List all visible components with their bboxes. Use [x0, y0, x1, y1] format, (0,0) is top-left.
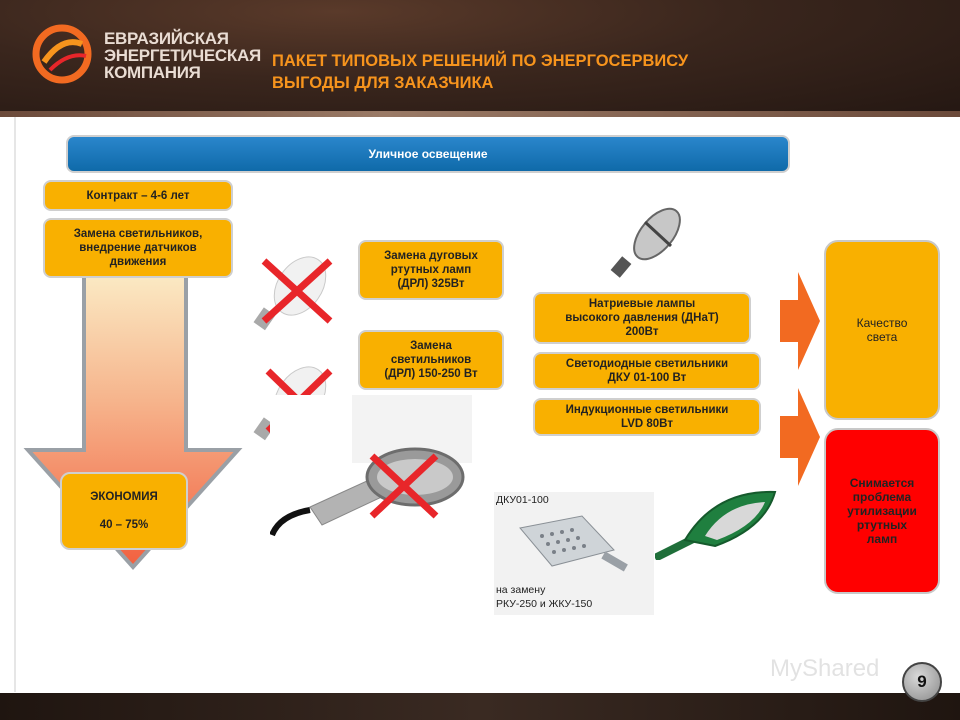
- company-logo-icon: [32, 24, 92, 84]
- economy-title: ЭКОНОМИЯ: [90, 491, 158, 503]
- sodium-line: 200Вт: [625, 326, 659, 338]
- cross-out-icon: [369, 453, 439, 519]
- replace-fixtures-box: Замена светильников (ДРЛ) 150-250 Вт: [358, 330, 504, 390]
- induction-fixture-image: [655, 490, 777, 560]
- mercury-line: утилизации: [847, 504, 917, 518]
- sodium-line: высокого давления (ДНаТ): [565, 312, 719, 324]
- header-band: ЕВРАЗИЙСКАЯ ЭНЕРГЕТИЧЕСКАЯ КОМПАНИЯ ПАКЕ…: [0, 0, 960, 117]
- led-fixture-photo: ДКУ01-100 на замену РКУ-250 и ЖКУ-150: [494, 492, 654, 615]
- sodium-line: Натриевые лампы: [588, 298, 696, 310]
- contract-term-label: Контракт – 4-6 лет: [86, 189, 190, 202]
- banner-label: Уличное освещение: [368, 147, 488, 161]
- slide-title: ПАКЕТ ТИПОВЫХ РЕШЕНИЙ ПО ЭНЕРГОСЕРВИСУ В…: [272, 50, 688, 94]
- replace-arc-lamps-box: Замена дуговых ртутных ламп (ДРЛ) 325Вт: [358, 240, 504, 300]
- company-name-line: КОМПАНИЯ: [104, 63, 201, 82]
- induction-line: Индукционные светильники: [565, 404, 729, 416]
- replacement-line: движения: [109, 256, 167, 268]
- replacement-box: Замена светильников, внедрение датчиков …: [43, 218, 233, 278]
- cross-out-icon: [261, 258, 333, 324]
- photo-replace-label: на замену: [496, 584, 546, 596]
- economy-value: 40 – 75%: [99, 519, 149, 531]
- watermark: MyShared: [770, 655, 879, 683]
- page-number: 9: [917, 672, 927, 691]
- replacement-line: Замена светильников,: [73, 228, 203, 240]
- led-line: ДКУ 01-100 Вт: [607, 372, 687, 384]
- economy-box: ЭКОНОМИЯ 40 – 75%: [60, 472, 188, 550]
- mercury-disposal-box: Снимается проблема утилизации ртутных ла…: [824, 428, 940, 594]
- company-name-line: ЭНЕРГЕТИЧЕСКАЯ: [104, 46, 261, 65]
- replace-arc-line: (ДРЛ) 325Вт: [397, 278, 465, 290]
- induction-fixtures-box: Индукционные светильники LVD 80Вт: [533, 398, 761, 436]
- company-name-line: ЕВРАЗИЙСКАЯ: [104, 29, 229, 48]
- slide-title-line: ВЫГОДЫ ДЛЯ ЗАКАЗЧИКА: [272, 74, 494, 92]
- left-divider: [14, 117, 16, 692]
- photo-model-label: ДКУ01-100: [496, 494, 549, 506]
- replacement-line: внедрение датчиков: [79, 242, 197, 254]
- mercury-line: Снимается: [849, 476, 915, 490]
- right-arrow-icon: [780, 388, 820, 486]
- photo-replace-models: РКУ-250 и ЖКУ-150: [496, 598, 593, 610]
- watermark-text: MyShared: [770, 655, 880, 682]
- slide-title-line: ПАКЕТ ТИПОВЫХ РЕШЕНИЙ ПО ЭНЕРГОСЕРВИСУ: [272, 52, 689, 70]
- sodium-lamps-box: Натриевые лампы высокого давления (ДНаТ)…: [533, 292, 751, 344]
- mercury-line: проблема: [852, 490, 912, 504]
- sodium-lamp-image: [610, 207, 681, 278]
- page-number-badge: 9: [902, 662, 942, 702]
- footer-band: [0, 693, 960, 720]
- light-quality-box: Качество света: [824, 240, 940, 420]
- mercury-line: ртутных: [856, 518, 908, 532]
- quality-line: Качество: [856, 316, 908, 330]
- replace-fixture-line: светильников: [390, 354, 472, 366]
- replace-fixture-line: (ДРЛ) 150-250 Вт: [384, 368, 478, 380]
- induction-line: LVD 80Вт: [621, 418, 673, 430]
- led-panel-icon: [519, 515, 628, 572]
- led-fixtures-box: Светодиодные светильники ДКУ 01-100 Вт: [533, 352, 761, 390]
- right-arrow-icon: [780, 272, 820, 370]
- company-name: ЕВРАЗИЙСКАЯ ЭНЕРГЕТИЧЕСКАЯ КОМПАНИЯ: [104, 30, 261, 81]
- street-lighting-banner: Уличное освещение: [66, 135, 790, 173]
- mercury-line: ламп: [866, 532, 898, 546]
- replace-arc-line: Замена дуговых: [384, 250, 478, 262]
- quality-line: света: [866, 330, 898, 344]
- contract-term-box: Контракт – 4-6 лет: [43, 180, 233, 211]
- old-street-fixture-image: [269, 395, 472, 600]
- replace-fixture-line: Замена: [410, 340, 452, 352]
- replace-arc-line: ртутных ламп: [390, 264, 472, 276]
- led-line: Светодиодные светильники: [565, 358, 729, 370]
